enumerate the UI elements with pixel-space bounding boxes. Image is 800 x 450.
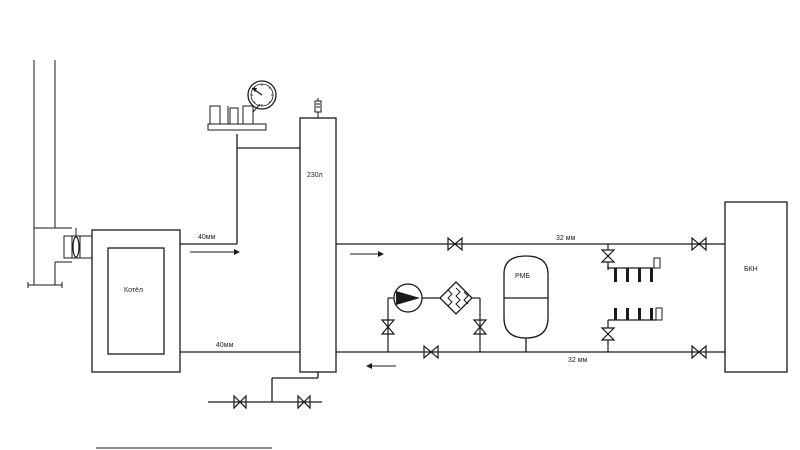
main-return-pipe-label: 32 мм bbox=[568, 357, 588, 364]
pump-group bbox=[380, 297, 488, 352]
pump-valve-right-icon bbox=[472, 319, 488, 335]
main-return-flow-arrow-icon bbox=[366, 363, 372, 369]
return-valve-icon bbox=[423, 344, 439, 360]
return-manifold-vent-icon bbox=[655, 307, 663, 321]
pump-valve-left-icon bbox=[380, 319, 396, 335]
pressure-gauge-icon bbox=[247, 80, 277, 110]
main-supply-pipe: 32 мм bbox=[336, 235, 725, 257]
supply-manifold bbox=[600, 244, 661, 282]
return-valve-bkn-icon bbox=[691, 344, 707, 360]
chimney bbox=[27, 60, 72, 288]
boiler-supply-pipe: 40мм bbox=[180, 134, 300, 255]
drain-valve-2-icon bbox=[297, 394, 311, 410]
supply-valve-icon bbox=[447, 236, 463, 252]
main-supply-flow-arrow-icon bbox=[378, 251, 384, 257]
tank-drain-line bbox=[208, 372, 322, 410]
filter-icon bbox=[439, 281, 473, 315]
supply-valve-bkn-icon bbox=[691, 236, 707, 252]
expansion-tank-label: РМБ bbox=[515, 273, 530, 280]
buffer-tank: 230л bbox=[299, 117, 337, 373]
boiler-return-pipe: 40мм bbox=[180, 342, 300, 353]
return-manifold-valve-icon bbox=[600, 327, 616, 341]
safety-group bbox=[207, 103, 267, 131]
air-vent-icon bbox=[314, 98, 322, 118]
supply-manifold-vent-icon bbox=[653, 257, 661, 269]
boiler: Котёл bbox=[91, 229, 181, 373]
main-return-pipe: 32 мм bbox=[336, 344, 725, 369]
main-supply-pipe-label: 32 мм bbox=[556, 235, 576, 242]
bkn-heater: БКН bbox=[724, 201, 788, 373]
boiler-label: Котёл bbox=[124, 287, 143, 294]
expansion-tank: РМБ bbox=[503, 255, 549, 352]
circulation-pump-icon bbox=[393, 283, 423, 313]
buffer-tank-label: 230л bbox=[307, 172, 323, 179]
supply-flow-arrow-icon bbox=[234, 249, 240, 255]
supply-manifold-valve-icon bbox=[600, 249, 616, 263]
drain-valve-1-icon bbox=[233, 394, 247, 410]
boiler-supply-pipe-label: 40мм bbox=[198, 234, 216, 241]
bkn-label: БКН bbox=[744, 266, 758, 273]
boiler-return-pipe-label: 40мм bbox=[216, 342, 234, 349]
flue-damper bbox=[63, 228, 93, 259]
return-manifold bbox=[600, 307, 663, 352]
